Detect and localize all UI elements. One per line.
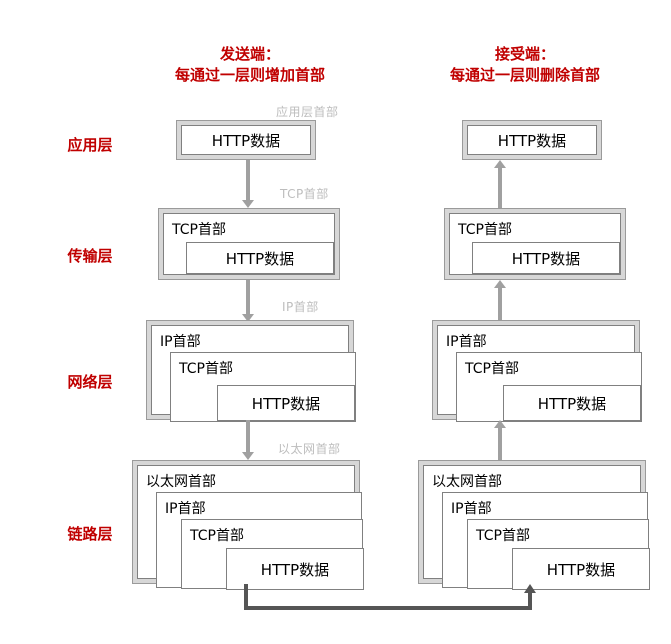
receiver-arrow-transport-app-line bbox=[498, 168, 502, 208]
receiver-app-frame: HTTP数据 bbox=[467, 125, 597, 155]
layer-label-link: 链路层 bbox=[67, 525, 113, 543]
receiver-network-tcp-header-label: TCP首部 bbox=[465, 361, 519, 377]
bottom-connector-left-vertical bbox=[244, 584, 248, 610]
receiver-link-ip-frame: IP首部 TCP首部 HTTP数据 bbox=[442, 492, 650, 590]
annotation-application-header: 应用层首部 bbox=[276, 105, 339, 119]
receiver-tcp-header-label: TCP首部 bbox=[458, 222, 512, 238]
receiver-arrow-network-transport-line bbox=[498, 288, 502, 322]
sender-packet-application: HTTP数据 bbox=[176, 120, 316, 160]
sender-network-tcp-frame: TCP首部 HTTP数据 bbox=[170, 352, 356, 422]
sender-caption-line1: 发送端： bbox=[219, 45, 280, 63]
receiver-ip-header-label: IP首部 bbox=[446, 334, 487, 350]
layer-label-application: 应用层 bbox=[67, 136, 113, 154]
sender-ethernet-frame: 以太网首部 IP首部 TCP首部 HTTP数据 bbox=[137, 465, 364, 590]
sender-arrow-network-link-head bbox=[242, 452, 254, 460]
sender-ip-header-label: IP首部 bbox=[160, 334, 201, 350]
receiver-arrow-link-network-line bbox=[498, 428, 502, 460]
sender-arrow-transport-network-head bbox=[242, 314, 254, 322]
sender-link-ip-header-label: IP首部 bbox=[165, 501, 206, 517]
receiver-link-tcp-header-label: TCP首部 bbox=[476, 528, 530, 544]
receiver-caption-line2: 每通过一层则删除首部 bbox=[449, 66, 600, 84]
sender-link-tcp-header-label: TCP首部 bbox=[190, 528, 244, 544]
receiver-caption: 接受端： 每通过一层则删除首部 bbox=[420, 44, 630, 86]
layer-label-transport: 传输层 bbox=[67, 247, 113, 265]
receiver-ethernet-frame: 以太网首部 IP首部 TCP首部 HTTP数据 bbox=[423, 465, 650, 590]
sender-arrow-app-transport-head bbox=[242, 200, 254, 208]
sender-tcp-frame: TCP首部 HTTP数据 bbox=[163, 213, 335, 275]
sender-link-http-data: HTTP数据 bbox=[226, 548, 364, 590]
sender-caption-line2: 每通过一层则增加首部 bbox=[174, 66, 325, 84]
sender-arrow-network-link-line bbox=[246, 420, 250, 454]
receiver-caption-line1: 接受端： bbox=[494, 45, 555, 63]
layer-label-network: 网络层 bbox=[67, 373, 113, 391]
receiver-network-http-data: HTTP数据 bbox=[503, 385, 641, 421]
annotation-ip-header: IP首部 bbox=[282, 300, 319, 314]
sender-packet-network: IP首部 TCP首部 HTTP数据 bbox=[146, 320, 356, 422]
receiver-network-tcp-frame: TCP首部 HTTP数据 bbox=[456, 352, 642, 422]
receiver-ethernet-header-label: 以太网首部 bbox=[432, 474, 502, 490]
sender-ethernet-header-label: 以太网首部 bbox=[146, 474, 216, 490]
sender-transport-http-data: HTTP数据 bbox=[186, 242, 334, 274]
sender-network-http-data: HTTP数据 bbox=[217, 385, 355, 421]
annotation-tcp-header: TCP首部 bbox=[280, 187, 329, 201]
receiver-transport-http-data: HTTP数据 bbox=[472, 242, 620, 274]
annotation-ethernet-header: 以太网首部 bbox=[278, 442, 341, 456]
sender-network-tcp-header-label: TCP首部 bbox=[179, 361, 233, 377]
sender-link-tcp-frame: TCP首部 HTTP数据 bbox=[181, 519, 364, 590]
bottom-connector-arrow-head bbox=[524, 584, 536, 593]
sender-packet-transport: TCP首部 HTTP数据 bbox=[158, 208, 340, 280]
receiver-arrow-transport-app-head bbox=[494, 160, 506, 168]
sender-arrow-app-transport-line bbox=[246, 160, 250, 202]
sender-app-frame: HTTP数据 bbox=[181, 125, 311, 155]
sender-caption: 发送端： 每通过一层则增加首部 bbox=[145, 44, 355, 86]
receiver-link-http-data: HTTP数据 bbox=[512, 548, 650, 590]
bottom-connector-right-vertical bbox=[528, 592, 532, 610]
sender-packet-link: 以太网首部 IP首部 TCP首部 HTTP数据 bbox=[132, 460, 364, 590]
sender-arrow-transport-network-line bbox=[246, 280, 250, 316]
receiver-link-ip-header-label: IP首部 bbox=[451, 501, 492, 517]
receiver-packet-network: IP首部 TCP首部 HTTP数据 bbox=[432, 320, 642, 422]
receiver-arrow-link-network-head bbox=[494, 420, 506, 428]
receiver-arrow-network-transport-head bbox=[494, 280, 506, 288]
sender-app-http-data: HTTP数据 bbox=[182, 126, 310, 154]
receiver-app-http-data: HTTP数据 bbox=[468, 126, 596, 154]
receiver-tcp-frame: TCP首部 HTTP数据 bbox=[449, 213, 621, 275]
sender-link-ip-frame: IP首部 TCP首部 HTTP数据 bbox=[156, 492, 364, 590]
receiver-packet-transport: TCP首部 HTTP数据 bbox=[444, 208, 626, 280]
receiver-packet-link: 以太网首部 IP首部 TCP首部 HTTP数据 bbox=[418, 460, 650, 590]
receiver-packet-application: HTTP数据 bbox=[462, 120, 602, 160]
receiver-ip-frame: IP首部 TCP首部 HTTP数据 bbox=[437, 325, 642, 422]
sender-tcp-header-label: TCP首部 bbox=[172, 222, 226, 238]
receiver-link-tcp-frame: TCP首部 HTTP数据 bbox=[467, 519, 650, 590]
bottom-connector-horizontal bbox=[244, 606, 532, 610]
sender-ip-frame: IP首部 TCP首部 HTTP数据 bbox=[151, 325, 356, 422]
